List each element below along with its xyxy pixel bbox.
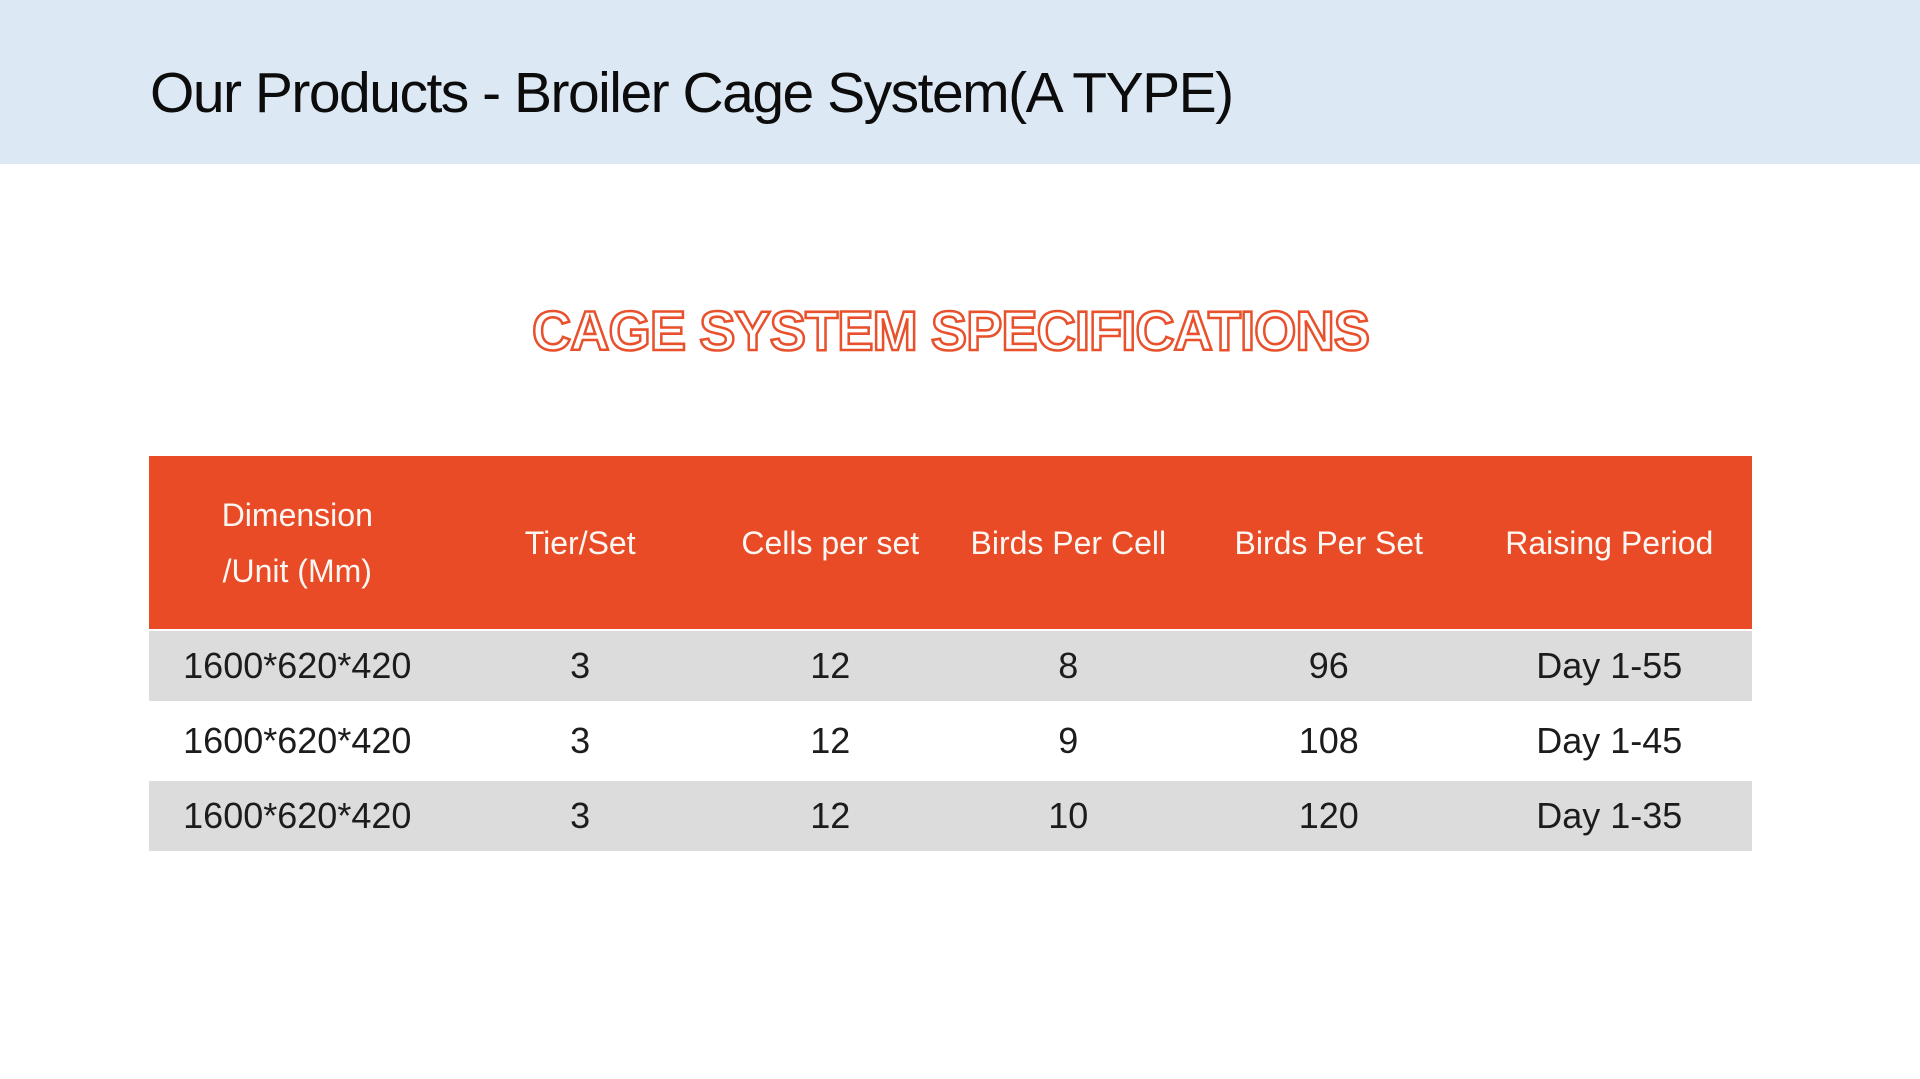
spec-table: Dimension /Unit (Mm) Tier/Set Cells per … bbox=[149, 456, 1752, 851]
table-cell: 1600*620*420 bbox=[183, 645, 412, 686]
slide-page: Our Products - Broiler Cage System(A TYP… bbox=[0, 0, 1920, 851]
header-cell-raising-period: Raising Period bbox=[1467, 456, 1752, 629]
table-cell: Day 1-55 bbox=[1536, 645, 1683, 686]
table-cell: Day 1-35 bbox=[1536, 795, 1683, 836]
page-title: Our Products - Broiler Cage System(A TYP… bbox=[150, 61, 1234, 125]
content-area: CAGE SYSTEM SPECIFICATIONS Dimension /Un… bbox=[149, 298, 1752, 851]
header-label: Birds Per Set bbox=[1234, 524, 1424, 561]
table-cell: 1600*620*420 bbox=[183, 720, 412, 761]
table-cell: 120 bbox=[1298, 795, 1359, 836]
header-label: Dimension bbox=[221, 496, 373, 533]
header-label: Cells per set bbox=[741, 524, 920, 561]
table-cell: Day 1-45 bbox=[1536, 720, 1683, 761]
table-cell: 12 bbox=[810, 645, 851, 686]
table-cell: 3 bbox=[570, 720, 591, 761]
header-cell-tier-set: Tier/Set bbox=[446, 456, 715, 629]
table-body: 1600*620*420 3 12 8 96 Day 1-55 1600*620… bbox=[149, 631, 1752, 851]
table-cell: 12 bbox=[810, 720, 851, 761]
header-label: Raising Period bbox=[1505, 524, 1714, 561]
table-cell: 96 bbox=[1308, 645, 1349, 686]
header-sublabel: /Unit (Mm) bbox=[222, 552, 372, 589]
header-cell-birds-per-set: Birds Per Set bbox=[1191, 456, 1467, 629]
table-cell: 3 bbox=[570, 795, 591, 836]
header-label: Tier/Set bbox=[524, 524, 636, 561]
table-cell: 108 bbox=[1298, 720, 1359, 761]
table-cell: 9 bbox=[1058, 720, 1079, 761]
table-cell: 1600*620*420 bbox=[183, 795, 412, 836]
table-cell: 12 bbox=[810, 795, 851, 836]
top-banner: Our Products - Broiler Cage System(A TYP… bbox=[0, 0, 1920, 164]
table-cell: 3 bbox=[570, 645, 591, 686]
table-row: 1600*620*420 3 12 8 96 Day 1-55 bbox=[149, 631, 1752, 701]
table-cell: 8 bbox=[1058, 645, 1079, 686]
table-header-row: Dimension /Unit (Mm) Tier/Set Cells per … bbox=[149, 456, 1752, 629]
header-label: Birds Per Cell bbox=[970, 524, 1167, 561]
section-heading: CAGE SYSTEM SPECIFICATIONS bbox=[531, 298, 1371, 364]
header-cell-cells-per-set: Cells per set bbox=[715, 456, 946, 629]
table-cell: 10 bbox=[1048, 795, 1089, 836]
header-cell-birds-per-cell: Birds Per Cell bbox=[946, 456, 1191, 629]
table-row: 1600*620*420 3 12 10 120 Day 1-35 bbox=[149, 781, 1752, 851]
table-row: 1600*620*420 3 12 9 108 Day 1-45 bbox=[149, 706, 1752, 776]
header-cell-dimension: Dimension /Unit (Mm) bbox=[149, 456, 446, 629]
